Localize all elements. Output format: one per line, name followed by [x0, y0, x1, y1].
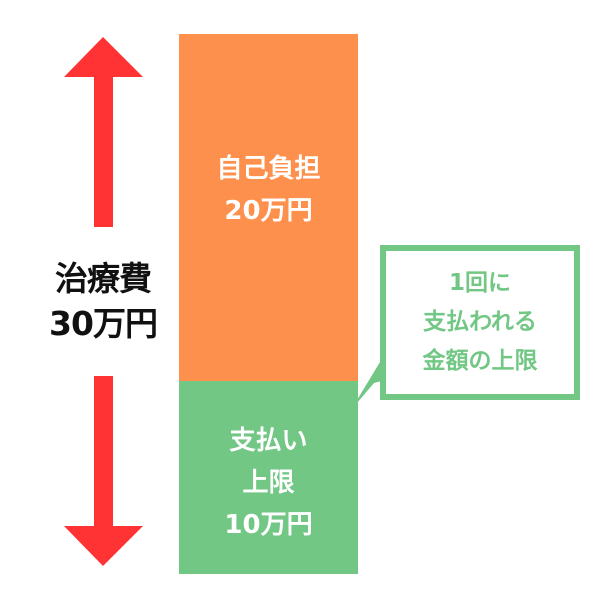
self-pay-segment: 自己負担 20万円 [179, 34, 358, 381]
payment-limit-amount: 10万円 [224, 509, 313, 540]
payment-limit-label-2: 上限 [242, 467, 295, 498]
callout-box: 1回に 支払われる 金額の上限 [380, 245, 580, 400]
total-cost-label: 治療費 30万円 [18, 256, 188, 346]
callout-line-3: 金額の上限 [422, 348, 538, 374]
callout-line-1: 1回に [448, 270, 511, 296]
down-arrow-icon [64, 376, 143, 566]
payment-limit-segment: 支払い 上限 10万円 [179, 381, 358, 574]
self-pay-amount: 20万円 [224, 196, 313, 226]
self-pay-label: 自己負担 [216, 154, 321, 184]
callout-line-2: 支払われる [423, 309, 537, 335]
total-cost-amount: 30万円 [49, 304, 158, 343]
total-cost-title: 治療費 [55, 259, 152, 298]
payment-limit-label-1: 支払い [229, 425, 308, 456]
